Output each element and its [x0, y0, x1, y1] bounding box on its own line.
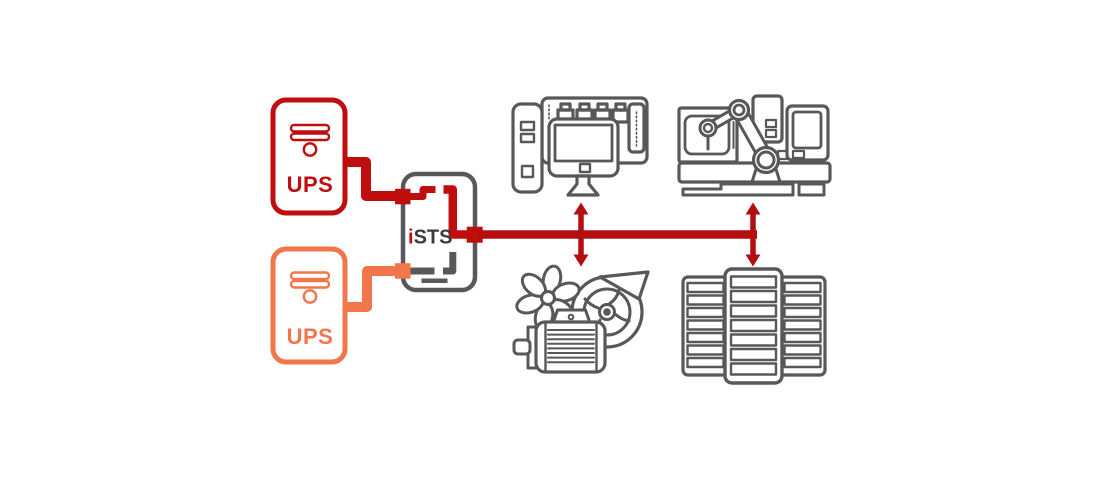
- sts-node: iSTS: [395, 171, 483, 293]
- bus-branch-arrow-2: [745, 202, 761, 267]
- ups-a-node: UPS: [270, 97, 348, 216]
- ups-b-battery-icon: [289, 271, 331, 304]
- sts-input-2-switch: [395, 252, 457, 284]
- sts-output-terminal: [466, 226, 483, 243]
- ups-b-node: UPS: [270, 246, 348, 365]
- ups-a-label: UPS: [287, 172, 334, 197]
- server-racks-icon: [681, 267, 827, 385]
- power-bus: [479, 202, 761, 267]
- sts-input-1-switch: [395, 185, 467, 239]
- ups-a-cable: [345, 157, 396, 201]
- ups-a-battery-icon: [289, 123, 331, 157]
- sts-input-2-terminal: [395, 263, 411, 279]
- motor-fan-icon: [512, 264, 650, 374]
- bus-branch-arrow-1: [573, 202, 589, 267]
- ups-b-label: UPS: [287, 324, 334, 349]
- robot-machine-icon: [677, 94, 832, 197]
- ups-b-cable: [345, 266, 396, 312]
- sts-input-1-terminal: [395, 188, 411, 205]
- workstation-computer-icon: [511, 96, 649, 197]
- sts-label: iSTS: [408, 227, 452, 249]
